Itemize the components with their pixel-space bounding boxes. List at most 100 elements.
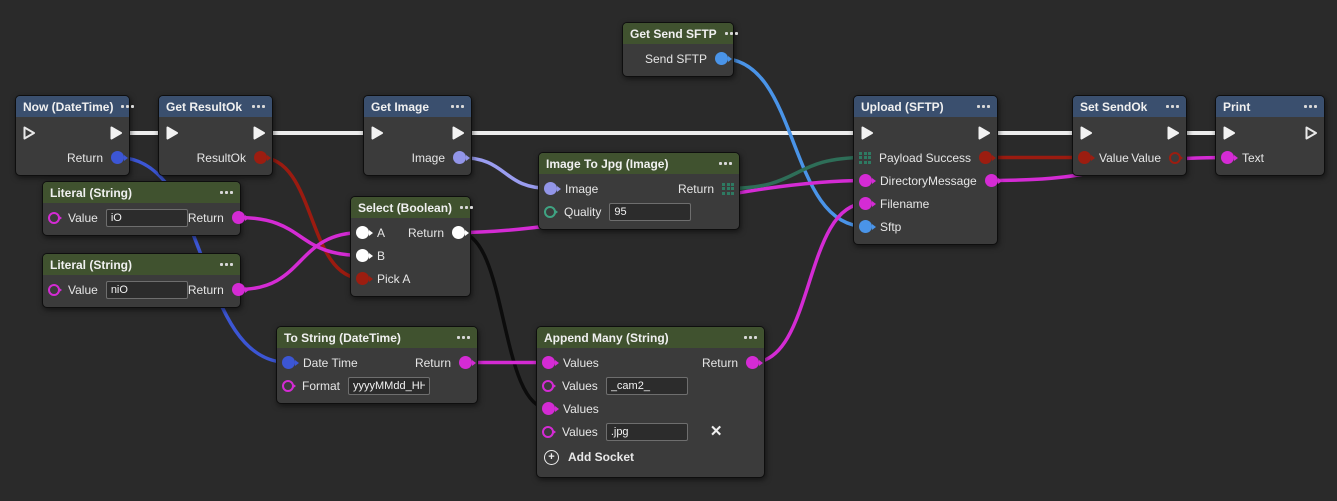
- image-label: Image: [411, 150, 445, 165]
- return-output-port[interactable]: [452, 226, 465, 239]
- add-socket-button[interactable]: +Add Socket: [537, 443, 764, 471]
- return-label: Return: [187, 210, 224, 225]
- node-menu-ellipsis-icon[interactable]: [443, 101, 464, 112]
- filename-input-port[interactable]: [859, 197, 872, 210]
- value-output-port[interactable]: [1169, 151, 1181, 164]
- return-output-port[interactable]: [746, 356, 759, 369]
- directory-input-port[interactable]: [859, 174, 872, 187]
- node-menu-ellipsis-icon[interactable]: [244, 101, 265, 112]
- return-output-port[interactable]: [231, 211, 245, 224]
- node-now[interactable]: Now (DateTime)Return: [15, 95, 135, 176]
- value-field[interactable]: [105, 208, 188, 227]
- wire-literal1-return-to-select-b[interactable]: [236, 215, 365, 258]
- exec-in-port[interactable]: [164, 125, 180, 141]
- value-input-port[interactable]: [48, 283, 60, 296]
- image-input-port[interactable]: [544, 182, 557, 195]
- format-input-port[interactable]: [282, 379, 294, 392]
- node-literal1[interactable]: Literal (String)ValueReturn: [42, 181, 245, 236]
- node-menu-ellipsis-icon[interactable]: [1158, 101, 1179, 112]
- text-input-port[interactable]: [1221, 151, 1234, 164]
- exec-in-port[interactable]: [21, 125, 37, 141]
- node-title: Upload (SFTP): [861, 99, 944, 114]
- values-input-port[interactable]: [542, 425, 554, 438]
- value-field[interactable]: [105, 280, 188, 299]
- values-input-port[interactable]: [542, 356, 555, 369]
- node-title: Get Image: [371, 99, 430, 114]
- exec-in-port[interactable]: [1078, 125, 1094, 141]
- node-menu-ellipsis-icon[interactable]: [969, 101, 990, 112]
- b-input-port[interactable]: [356, 249, 369, 262]
- exec-out-port[interactable]: [108, 125, 124, 141]
- wire-imagetojpg-return-to-upload-payload[interactable]: [726, 155, 867, 191]
- node-menu-ellipsis-icon[interactable]: [736, 332, 757, 343]
- quality-input-port[interactable]: [544, 205, 556, 218]
- node-menu-ellipsis-icon[interactable]: [212, 259, 233, 270]
- directory-label: Directory: [880, 173, 929, 188]
- exec-in-port[interactable]: [1221, 125, 1237, 141]
- node-menu-ellipsis-icon[interactable]: [212, 187, 233, 198]
- node-literal2[interactable]: Literal (String)ValueReturn: [42, 253, 245, 308]
- exec-in-port[interactable]: [859, 125, 875, 141]
- exec-out-port[interactable]: [1303, 125, 1319, 141]
- values-input-port[interactable]: [542, 402, 555, 415]
- send-sftp-output-port[interactable]: [715, 52, 728, 65]
- sftp-input-port[interactable]: [859, 220, 872, 233]
- payload-label: Payload: [879, 150, 923, 165]
- wire-literal2-return-to-select-a[interactable]: [236, 230, 365, 292]
- node-menu-ellipsis-icon[interactable]: [1296, 101, 1317, 112]
- message-output-port[interactable]: [984, 174, 998, 187]
- return-output-port[interactable]: [111, 151, 124, 164]
- node-append[interactable]: Append Many (String)ValuesReturnValuesVa…: [536, 326, 765, 478]
- success-output-port[interactable]: [979, 151, 992, 164]
- exec-in-port[interactable]: [369, 125, 385, 141]
- wire-select-return-to-append-v2[interactable]: [456, 230, 551, 411]
- wire-getsendsftp-sendsftp-to-upload-sftp[interactable]: [719, 56, 868, 229]
- values-field[interactable]: [605, 422, 688, 441]
- payload-input-port[interactable]: [859, 151, 871, 164]
- return-output-port[interactable]: [722, 182, 734, 195]
- node-title: To String (DateTime): [284, 330, 401, 345]
- values-input-port[interactable]: [542, 379, 554, 392]
- exec-out-port[interactable]: [976, 125, 992, 141]
- a-input-port[interactable]: [356, 226, 369, 239]
- quality-field[interactable]: [609, 202, 692, 221]
- date-time-input-port[interactable]: [282, 356, 295, 369]
- exec-out-port[interactable]: [251, 125, 267, 141]
- node-menu-ellipsis-icon[interactable]: [711, 158, 732, 169]
- node-menu-ellipsis-icon[interactable]: [452, 202, 474, 213]
- return-output-port[interactable]: [231, 283, 245, 296]
- values-label: Values: [563, 401, 599, 416]
- resultok-output-port[interactable]: [254, 151, 267, 164]
- exec-out-port[interactable]: [1165, 125, 1181, 141]
- value-label: Value: [1131, 150, 1161, 165]
- node-title: Select (Boolean): [358, 200, 453, 215]
- value-input-port[interactable]: [1078, 151, 1091, 164]
- node-menu-ellipsis-icon[interactable]: [717, 28, 738, 39]
- image-output-port[interactable]: [453, 151, 466, 164]
- return-label: Return: [701, 355, 738, 370]
- remove-socket-icon[interactable]: ✕: [709, 423, 723, 440]
- node-menu-ellipsis-icon[interactable]: [113, 101, 135, 112]
- pick-a-input-port[interactable]: [356, 272, 369, 285]
- format-field[interactable]: [348, 376, 431, 395]
- wire-append-return-to-upload-filename[interactable]: [750, 201, 868, 365]
- a-label: A: [377, 225, 386, 240]
- wire-getimage-image-to-imagetojpg-image[interactable]: [457, 155, 553, 191]
- return-output-port[interactable]: [459, 356, 472, 369]
- image-label: Image: [565, 181, 599, 196]
- values-field[interactable]: [605, 376, 688, 395]
- wire-getresultok-resultok-to-select-picka[interactable]: [258, 155, 365, 281]
- value-input-port[interactable]: [48, 211, 60, 224]
- node-menu-ellipsis-icon[interactable]: [449, 332, 470, 343]
- exec-out-port[interactable]: [450, 125, 466, 141]
